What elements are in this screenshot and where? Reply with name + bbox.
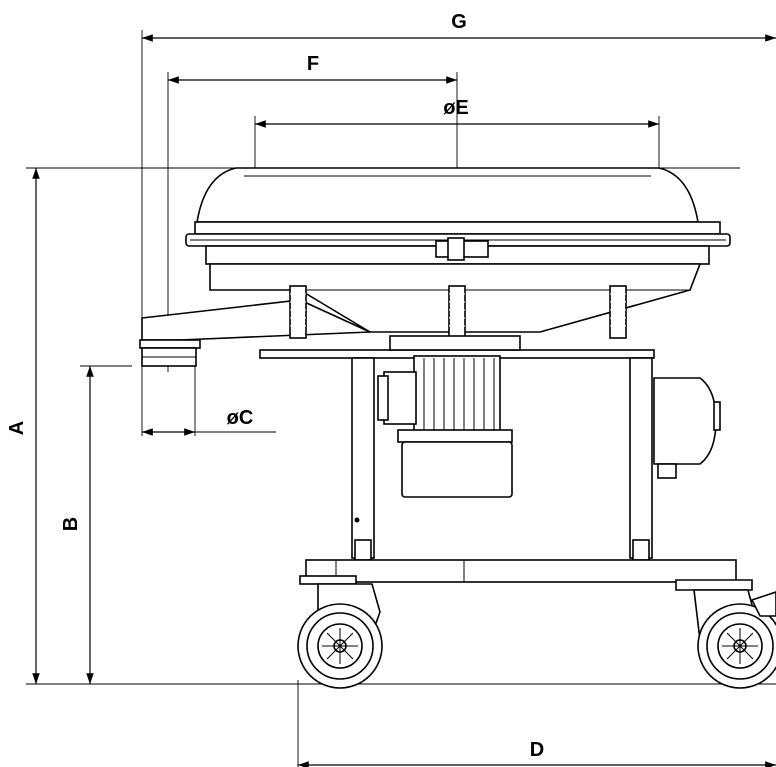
- wheels: [297, 583, 776, 689]
- dim-label-g: G: [451, 11, 467, 33]
- dim-label-b: B: [60, 517, 82, 531]
- machine-body: [139, 167, 753, 591]
- dim-label-d: D: [530, 739, 544, 761]
- dim-label-f: F: [307, 53, 319, 75]
- dim-label-c: øC: [227, 407, 254, 429]
- dim-label-a: A: [6, 421, 28, 435]
- dim-label-e: øE: [443, 97, 469, 119]
